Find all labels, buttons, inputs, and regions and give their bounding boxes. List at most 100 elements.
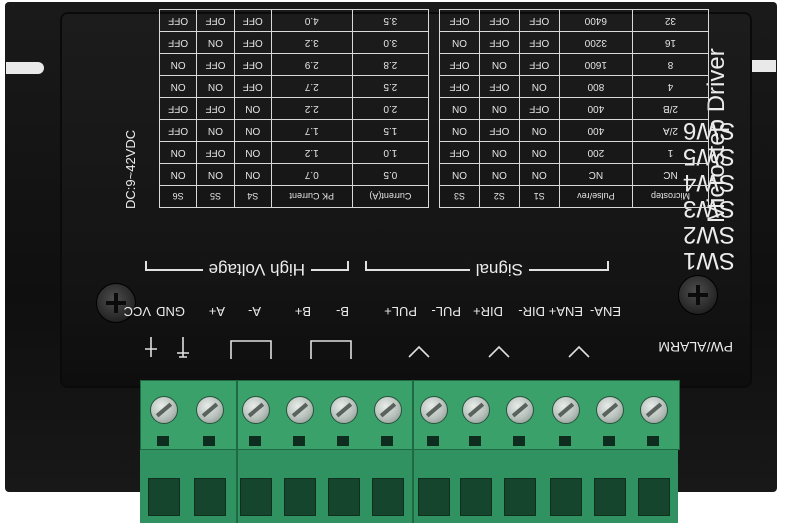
- table-cell: OFF: [519, 9, 560, 32]
- wire-entry-hole[interactable]: [550, 478, 582, 516]
- terminal-label: DIR-: [518, 304, 545, 319]
- mount-screw-left: [96, 283, 136, 323]
- square-hole: [647, 436, 659, 446]
- ground-symbol: [177, 337, 189, 358]
- table-cell: 2.0: [352, 97, 429, 120]
- table-cell: 400: [559, 97, 633, 120]
- cross-slot: [114, 293, 118, 313]
- terminal-screw[interactable]: [462, 396, 490, 424]
- switch-id: SW1: [682, 247, 735, 274]
- power-spec: DC:9~42VDC: [123, 129, 138, 209]
- table-cell: OFF: [439, 53, 480, 76]
- screw-row: [140, 396, 678, 426]
- table-cell: OFF: [439, 75, 480, 98]
- terminal-label: ENA+: [548, 304, 583, 319]
- schematic-symbols: [145, 337, 590, 359]
- table-cell: NC: [559, 163, 633, 186]
- terminal-screw[interactable]: [596, 396, 624, 424]
- table-cell: 2.5: [352, 75, 429, 98]
- table-cell: 16: [632, 31, 709, 54]
- table-header: S3: [439, 185, 480, 208]
- table-cell: 200: [559, 141, 633, 164]
- terminal-label: B+: [294, 304, 311, 319]
- terminal-screw[interactable]: [330, 396, 358, 424]
- table-cell: ON: [519, 141, 560, 164]
- table-cell: OFF: [439, 141, 480, 164]
- mount-screw-right: [678, 275, 718, 315]
- table-cell: OFF: [479, 75, 520, 98]
- table-cell: ON: [159, 141, 197, 164]
- wire-entry-hole[interactable]: [638, 478, 670, 516]
- table-cell: 3.0: [352, 31, 429, 54]
- table-cell: 1600: [559, 53, 633, 76]
- table-cell: OFF: [159, 9, 197, 32]
- square-hole: [249, 436, 261, 446]
- printed-label: SW1 SW2 SW3 SW4 SW5 SW6 PW/ALARM Microst…: [70, 9, 739, 375]
- table-cell: OFF: [196, 9, 235, 32]
- table-cell: 400: [559, 119, 633, 142]
- block-divider: [236, 380, 238, 523]
- table-cell: 0.5: [352, 163, 429, 186]
- terminal-screw[interactable]: [242, 396, 270, 424]
- wire-entry-hole[interactable]: [594, 478, 626, 516]
- table-cell: ON: [234, 163, 272, 186]
- wire-entry-hole[interactable]: [240, 478, 272, 516]
- terminal-label: B-: [336, 304, 349, 319]
- wire-entry-hole[interactable]: [504, 478, 536, 516]
- cross-slot: [696, 285, 700, 305]
- wire-entry-hole[interactable]: [284, 478, 316, 516]
- table-cell: OFF: [234, 75, 272, 98]
- table-cell: OFF: [159, 119, 197, 142]
- terminal-screw[interactable]: [506, 396, 534, 424]
- square-hole: [293, 436, 305, 446]
- terminal-screw[interactable]: [640, 396, 668, 424]
- terminal-label: VCC: [123, 304, 151, 319]
- screw-slot: [511, 402, 529, 418]
- table-cell: 2.2: [271, 97, 353, 120]
- square-hole: [157, 436, 169, 446]
- terminal-screw[interactable]: [286, 396, 314, 424]
- square-hole: [513, 436, 525, 446]
- terminal-screw[interactable]: [150, 396, 178, 424]
- table-cell: 2/A: [632, 119, 709, 142]
- terminal-label: ENA-: [589, 304, 621, 319]
- table-cell: 800: [559, 75, 633, 98]
- terminal-screw[interactable]: [420, 396, 448, 424]
- optocoupler-symbol: [488, 345, 510, 358]
- table-cell: ON: [159, 75, 197, 98]
- table-cell: 1.0: [352, 141, 429, 164]
- square-hole: [559, 436, 571, 446]
- terminal-screw[interactable]: [552, 396, 580, 424]
- table-cell: OFF: [196, 97, 235, 120]
- table-cell: ON: [519, 75, 560, 98]
- wire-entry-hole[interactable]: [194, 478, 226, 516]
- square-hole: [469, 436, 481, 446]
- wire-entry-hole[interactable]: [460, 478, 492, 516]
- table-header: S2: [479, 185, 520, 208]
- table-cell: OFF: [479, 119, 520, 142]
- wire-entry-hole[interactable]: [418, 478, 450, 516]
- terminal-screw[interactable]: [196, 396, 224, 424]
- screw-slot: [247, 402, 265, 418]
- terminal-screw[interactable]: [374, 396, 402, 424]
- table-cell: OFF: [234, 53, 272, 76]
- table-cell: ON: [479, 53, 520, 76]
- table-cell: ON: [159, 163, 197, 186]
- wire-entry-row: [140, 478, 678, 518]
- wire-entry-hole[interactable]: [372, 478, 404, 516]
- wire-entry-hole[interactable]: [148, 478, 180, 516]
- table-cell: OFF: [439, 9, 480, 32]
- table-cell: ON: [196, 75, 235, 98]
- wire-entry-hole[interactable]: [328, 478, 360, 516]
- table-cell: 32: [632, 9, 709, 32]
- table-cell: ON: [196, 163, 235, 186]
- table-cell: OFF: [234, 31, 272, 54]
